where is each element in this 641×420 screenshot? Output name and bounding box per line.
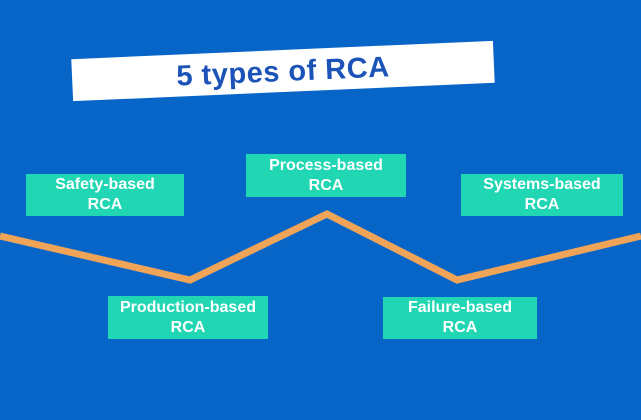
node-label-line2: RCA (524, 196, 560, 213)
node-process-based-rca: Process-based RCA (246, 154, 406, 197)
node-label-line2: RCA (87, 196, 123, 213)
zigzag-polyline (0, 210, 641, 284)
node-production-based-rca: Production-based RCA (108, 296, 268, 339)
node-label-line2: RCA (308, 176, 344, 194)
node-label-line1: Systems-based (483, 176, 601, 193)
node-systems-based-rca: Systems-based RCA (461, 174, 623, 216)
node-label-line1: Failure-based (407, 299, 513, 316)
node-label-line1: Process-based (269, 156, 383, 174)
node-failure-based-rca: Failure-based RCA (383, 297, 537, 339)
node-label-line2: RCA (170, 318, 206, 336)
node-label-line1: Production-based (119, 298, 256, 316)
node-safety-based-rca: Safety-based RCA (26, 174, 184, 216)
node-label-line1: Safety-based (55, 176, 155, 193)
page-title: 5 types of RCA (175, 50, 391, 93)
node-label-line2: RCA (442, 319, 478, 336)
